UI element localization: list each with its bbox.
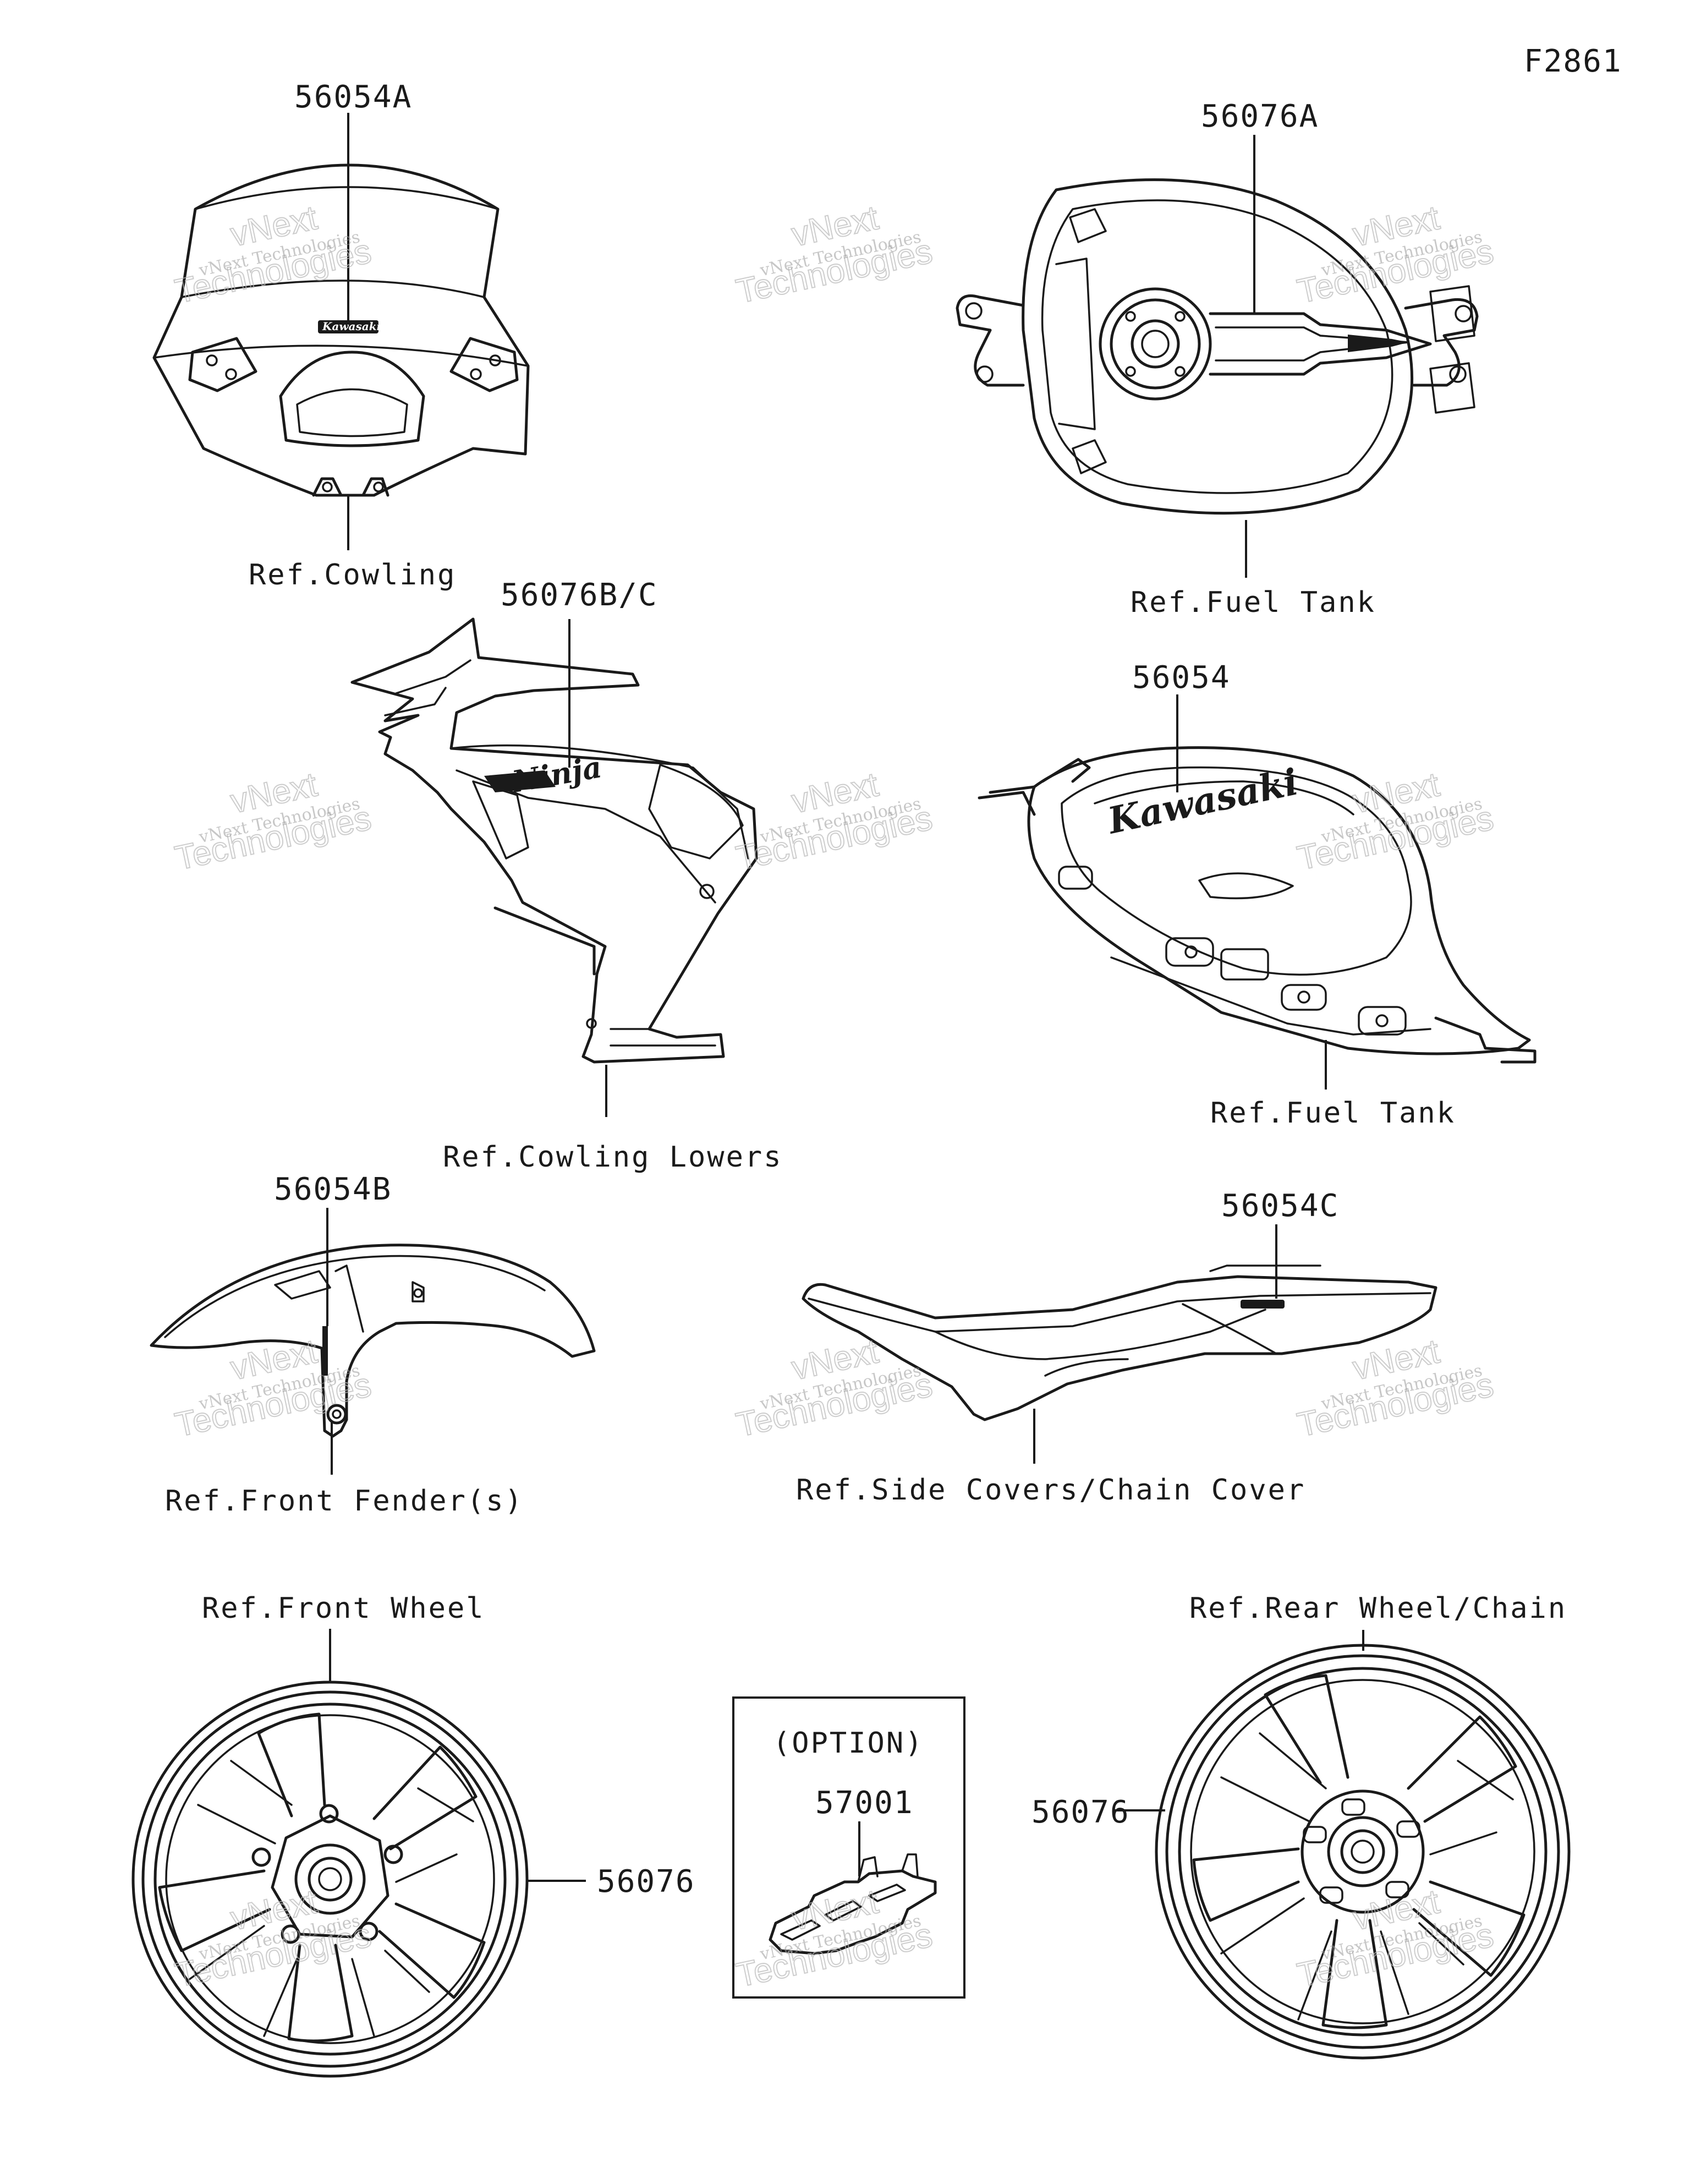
fuel-tank-side-drawing: Kawasaki bbox=[978, 746, 1537, 1064]
part-56054-label: 56054 bbox=[1132, 660, 1231, 696]
rear-wheel-drawing bbox=[1155, 1644, 1571, 2060]
ref-front-fender-label: Ref.Front Fender(s) bbox=[165, 1485, 524, 1518]
part-56076-front-label: 56076 bbox=[597, 1864, 695, 1900]
ref-fuel-tank-side-label: Ref.Fuel Tank bbox=[1210, 1097, 1456, 1130]
part-56076A-label: 56076A bbox=[1201, 98, 1319, 134]
part-56054B-label: 56054B bbox=[274, 1172, 392, 1207]
cowling-lowers-drawing: Ninja bbox=[350, 617, 758, 1064]
ref-fuel-tank-top-label: Ref.Fuel Tank bbox=[1131, 586, 1376, 619]
ref-rear-wheel-label: Ref.Rear Wheel/Chain bbox=[1189, 1592, 1567, 1625]
front-wheel-drawing bbox=[131, 1681, 529, 2078]
ninja-logo: Ninja bbox=[508, 749, 604, 800]
part-57001-label: 57001 bbox=[815, 1785, 914, 1821]
option-label: (OPTION) bbox=[773, 1727, 924, 1760]
option-box: (OPTION) 57001 bbox=[732, 1696, 965, 1999]
ref-cowling-lowers-label: Ref.Cowling Lowers bbox=[443, 1141, 783, 1174]
figure-code: F2861 bbox=[1524, 43, 1622, 79]
front-fender-drawing bbox=[150, 1244, 596, 1438]
part-56054A-label: 56054A bbox=[294, 79, 412, 115]
cowling-kawasaki-logo: Kawasaki bbox=[322, 320, 381, 333]
option-frame bbox=[732, 1696, 965, 1999]
part-56076BC-label: 56076B/C bbox=[501, 577, 658, 613]
ref-side-covers-label: Ref.Side Covers/Chain Cover bbox=[796, 1474, 1305, 1507]
part-56054C-label: 56054C bbox=[1221, 1188, 1339, 1224]
fuel-tank-top-drawing bbox=[956, 178, 1479, 515]
side-covers-drawing bbox=[802, 1265, 1437, 1421]
part-56076-rear-label: 56076 bbox=[1031, 1794, 1130, 1830]
cowling-drawing: Kawasaki bbox=[152, 163, 530, 497]
ref-front-wheel-label: Ref.Front Wheel bbox=[202, 1592, 485, 1625]
ref-cowling-label: Ref.Cowling bbox=[249, 559, 456, 592]
